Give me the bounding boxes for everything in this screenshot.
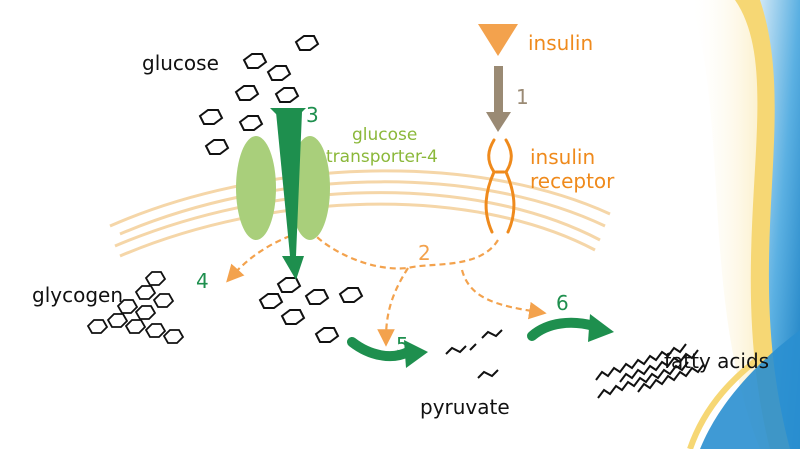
- step-5-label: 5: [396, 333, 409, 357]
- glycogen-molecule: [86, 271, 185, 344]
- cell-membrane: [109, 169, 611, 258]
- glucose-molecules-outside: [198, 35, 320, 155]
- receptor-label-line1: insulin: [530, 145, 595, 169]
- glycogen-label: glycogen: [32, 283, 123, 307]
- step-1-label: 1: [516, 85, 529, 109]
- insulin-icon: [478, 24, 518, 56]
- step-3-label: 3: [306, 103, 319, 127]
- fatty-acids-label: fatty acids: [664, 349, 769, 373]
- glucose-molecules-inside: [258, 277, 364, 343]
- arrow-3: [270, 108, 306, 280]
- background-decoration: [687, 0, 800, 449]
- arrow-5: [347, 337, 428, 368]
- arrow-1: [486, 66, 511, 132]
- step-6-label: 6: [556, 291, 569, 315]
- step-2-label: 2: [418, 241, 431, 265]
- signaling-arrows: [226, 234, 547, 347]
- insulin-label: insulin: [528, 31, 593, 55]
- arrow-6: [527, 314, 614, 342]
- step-4-label: 4: [196, 269, 209, 293]
- receptor-label-line2: receptor: [530, 169, 615, 193]
- insulin-receptor: [484, 138, 516, 234]
- glut4-label-line1: glucose: [352, 125, 417, 145]
- pyruvate-molecules: [445, 329, 503, 379]
- glucose-transporter-4: [236, 136, 330, 240]
- pyruvate-label: pyruvate: [420, 395, 510, 419]
- fatty-acids-molecules: [595, 343, 705, 399]
- glucose-label: glucose: [142, 51, 219, 75]
- glut4-label-line2: transporter-4: [326, 147, 438, 167]
